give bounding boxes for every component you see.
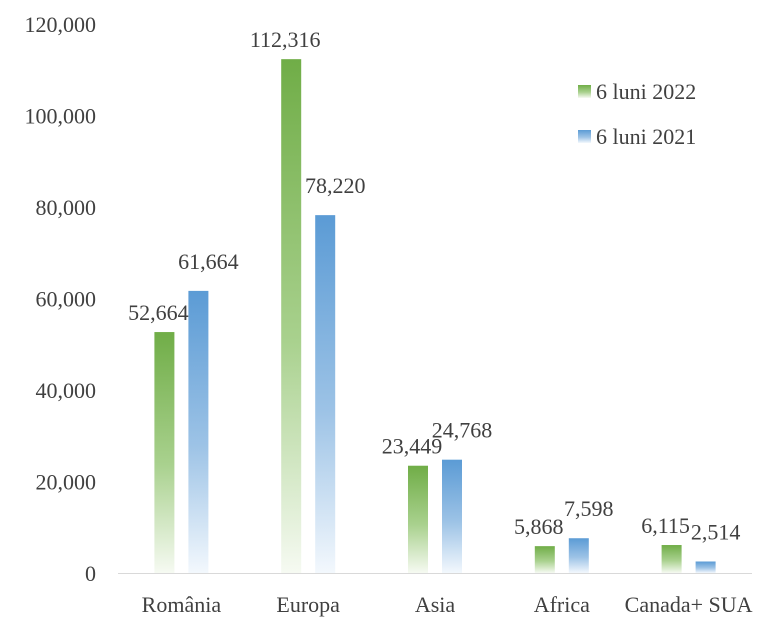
legend-label: 6 luni 2022 xyxy=(596,79,696,104)
y-axis: 0 20,000 40,000 60,000 80,000 100,000 120,000 xyxy=(25,12,97,586)
x-category-label: Europa xyxy=(276,592,340,617)
y-tick-label: 80,000 xyxy=(36,195,97,220)
bar-2022 xyxy=(661,545,682,573)
data-label: 78,220 xyxy=(305,173,366,198)
x-category-label: Africa xyxy=(534,592,590,617)
bar-2022 xyxy=(534,546,555,573)
bars xyxy=(154,59,716,574)
data-label: 24,768 xyxy=(432,418,493,443)
bar-2021 xyxy=(188,290,209,573)
data-label: 7,598 xyxy=(564,496,614,521)
data-label: 2,514 xyxy=(691,519,741,544)
bar-2021 xyxy=(695,561,716,573)
data-label: 23,449 xyxy=(382,434,443,459)
bar-2021 xyxy=(568,538,589,573)
bar-2022 xyxy=(154,332,175,573)
y-tick-label: 60,000 xyxy=(36,287,97,312)
x-category-label: România xyxy=(142,592,222,617)
x-axis: România Europa Asia Africa Canada+ SUA xyxy=(118,573,753,617)
bar-2022 xyxy=(281,59,302,574)
bar-2022 xyxy=(408,465,428,573)
legend-label: 6 luni 2021 xyxy=(596,124,696,149)
data-label: 112,316 xyxy=(250,27,321,52)
data-label: 52,664 xyxy=(128,300,189,325)
legend-swatch xyxy=(578,130,591,143)
data-label: 5,868 xyxy=(514,514,564,539)
data-label: 61,664 xyxy=(178,249,239,274)
y-tick-label: 40,000 xyxy=(36,378,97,403)
x-category-label: Asia xyxy=(415,592,456,617)
bar-2021 xyxy=(442,459,462,573)
x-category-label: Canada+ SUA xyxy=(625,592,753,617)
legend-swatch xyxy=(578,85,591,98)
data-label: 6,115 xyxy=(641,513,690,538)
legend: 6 luni 2022 6 luni 2021 xyxy=(578,79,696,149)
y-tick-label: 20,000 xyxy=(36,470,97,495)
y-tick-label: 100,000 xyxy=(25,104,97,129)
bar-2021 xyxy=(315,215,336,573)
y-tick-label: 0 xyxy=(85,561,96,586)
y-tick-label: 120,000 xyxy=(25,12,97,37)
